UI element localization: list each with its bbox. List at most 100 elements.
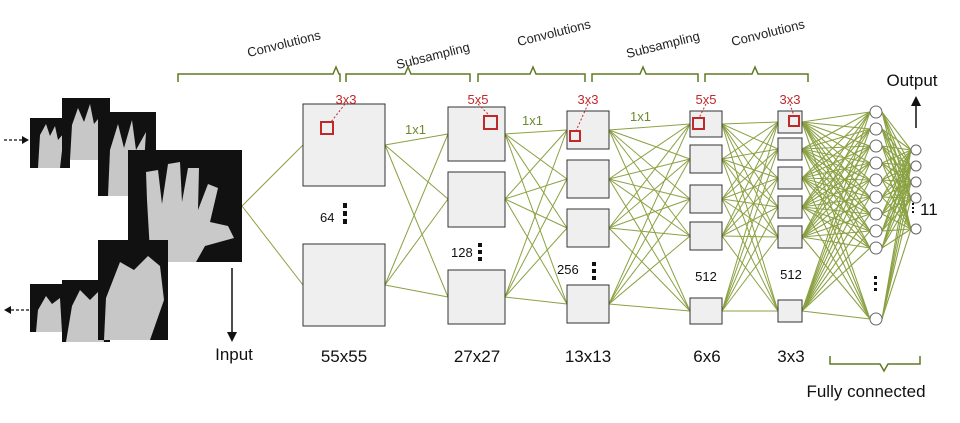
connection-line	[881, 111, 912, 230]
bracket-convolutions-1	[177, 65, 341, 82]
connection-line	[241, 144, 304, 207]
layer-27x27	[447, 106, 506, 325]
feature-map	[447, 269, 506, 325]
size-label-3x3: 3x3	[777, 347, 804, 366]
connection-line	[801, 177, 871, 198]
connection-line	[721, 148, 779, 200]
connection-line	[721, 148, 779, 160]
size-label-6x6: 6x6	[693, 347, 720, 366]
connection-line	[721, 206, 779, 312]
connection-line	[881, 145, 912, 230]
arrow-in-top-icon	[4, 136, 29, 144]
fc-node	[869, 156, 883, 170]
feature-map	[689, 144, 723, 174]
output-node	[910, 176, 922, 188]
connection-line	[801, 236, 871, 320]
feature-map	[777, 225, 803, 249]
output-node	[910, 160, 922, 172]
connection-line	[801, 213, 871, 312]
connection-line	[801, 128, 871, 238]
fc-node	[869, 224, 883, 238]
connection-line	[801, 111, 871, 179]
connection-line	[608, 235, 691, 305]
connection-label-1x1: 1x1	[522, 113, 543, 128]
connection-line	[721, 121, 779, 125]
kernel-window-3x3	[569, 130, 581, 142]
fully-connected-label: Fully connected	[806, 382, 925, 401]
connection-line	[608, 123, 691, 131]
connection-line	[608, 129, 691, 200]
feature-map	[302, 243, 386, 327]
fc-node	[869, 241, 883, 255]
connection-line	[384, 133, 449, 286]
fc-node	[869, 139, 883, 153]
size-label-13x13: 13x13	[565, 347, 611, 366]
vertical-ellipsis-icon	[912, 203, 914, 213]
connection-line	[801, 162, 871, 179]
output-arrow-icon	[911, 96, 921, 128]
connection-line	[801, 111, 871, 150]
stage-label-convolutions-1: Convolutions	[246, 27, 323, 60]
bracket-subsampling-2	[591, 65, 699, 82]
connection-line	[608, 123, 691, 305]
connection-line	[608, 123, 691, 229]
connection-line	[801, 236, 871, 249]
connection-line	[801, 179, 871, 312]
connection-line	[721, 121, 779, 237]
connection-line	[504, 178, 568, 200]
connection-line	[801, 230, 871, 312]
connection-line	[801, 162, 871, 312]
connection-line	[721, 123, 779, 208]
feature-map	[566, 208, 610, 248]
connection-line	[881, 197, 912, 320]
layer-55x55	[302, 103, 386, 327]
connection-line	[881, 228, 912, 232]
feature-map	[566, 284, 610, 324]
vertical-ellipsis-icon	[874, 276, 877, 291]
connection-line	[801, 145, 871, 179]
feature-map	[689, 184, 723, 214]
connection-line	[608, 198, 691, 305]
connection-line	[721, 123, 779, 150]
fc-node	[869, 190, 883, 204]
connection-line	[608, 123, 691, 180]
kernel-window-5x5	[483, 115, 498, 130]
vertical-ellipsis-icon	[592, 262, 596, 280]
connection-line	[881, 128, 912, 151]
connection-line	[504, 129, 568, 298]
connection-line	[504, 296, 568, 305]
connection-line	[504, 198, 568, 305]
map-count-256: 256	[557, 262, 579, 277]
kernel-label-3x3: 3x3	[336, 92, 357, 107]
connection-line	[801, 128, 871, 208]
connection-line	[384, 198, 449, 286]
fc-node	[869, 207, 883, 221]
connection-line	[801, 177, 871, 181]
connection-line	[608, 178, 691, 312]
connection-line	[504, 133, 568, 229]
connection-line	[801, 177, 871, 320]
stage-label-convolutions-3: Convolutions	[730, 16, 807, 49]
connection-line	[721, 177, 779, 200]
connection-line	[881, 228, 912, 320]
connection-line	[504, 133, 568, 180]
feature-map	[777, 299, 803, 323]
connection-line	[801, 111, 871, 208]
connection-line	[801, 213, 871, 238]
feature-map	[777, 137, 803, 161]
feature-map	[302, 103, 386, 187]
stage-label-subsampling-1: Subsampling	[395, 39, 472, 72]
connection-line	[608, 178, 691, 200]
vertical-ellipsis-icon	[343, 203, 347, 224]
connection-line	[801, 111, 871, 238]
kernel-windows	[320, 115, 800, 142]
connection-line	[721, 177, 779, 237]
feature-map	[566, 159, 610, 199]
connection-line	[608, 129, 691, 160]
connection-line	[721, 236, 779, 312]
connection-line	[504, 129, 568, 200]
fc-node	[869, 173, 883, 187]
input-hand-images	[4, 98, 242, 342]
connection-line	[881, 149, 912, 181]
